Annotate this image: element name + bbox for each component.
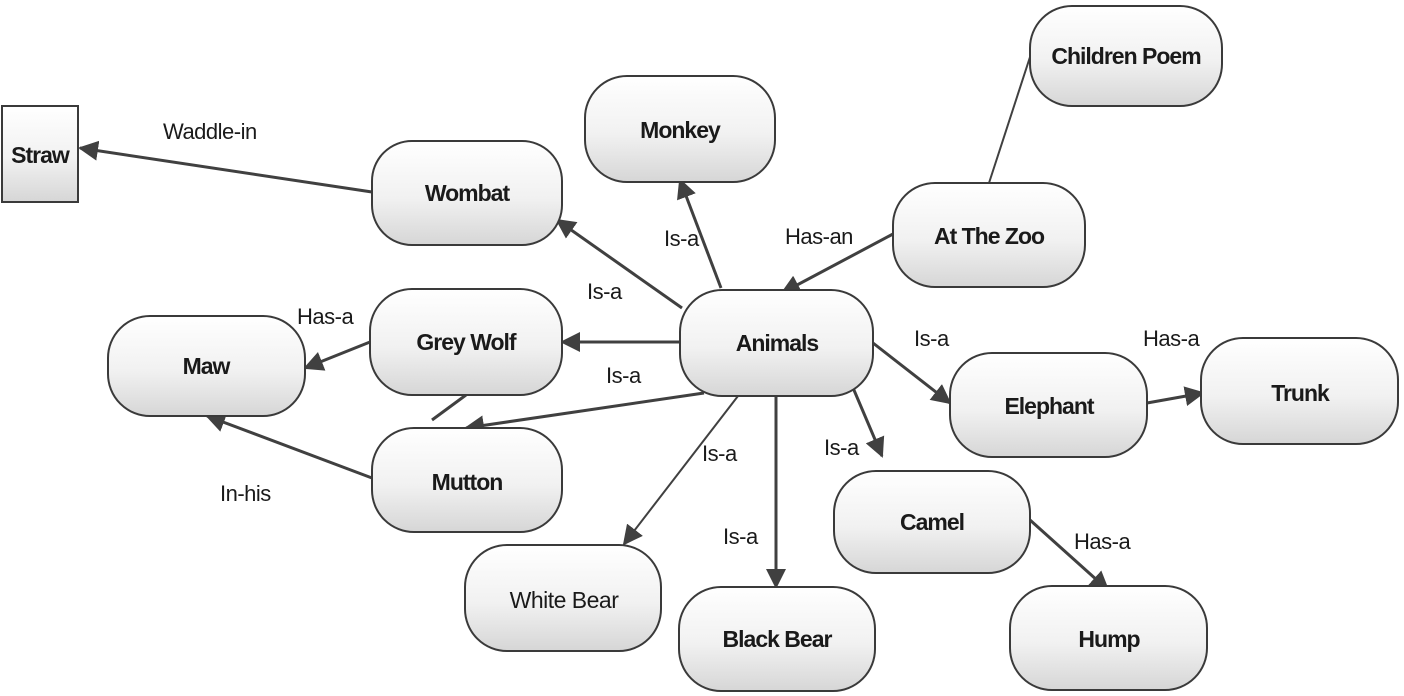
node-mutton[interactable]: Mutton [371,427,563,533]
node-label-trunk: Trunk [1271,380,1330,406]
edge-label-mutton-maw: In-his [220,481,271,506]
node-camel[interactable]: Camel [833,470,1031,574]
node-label-animals: Animals [736,330,819,356]
edge-animals-monkey [677,178,723,289]
edge-label-animals-black-bear: Is-a [723,524,759,549]
node-white-bear[interactable]: White Bear [464,544,662,652]
edge-wolf-maw [303,340,371,371]
edge-zoo-animals [780,232,894,295]
edge-label-zoo-animals: Has-an [785,224,853,249]
edges [78,56,1205,592]
node-children-poem[interactable]: Children Poem [1029,5,1223,107]
node-hump[interactable]: Hump [1009,585,1208,691]
edge-label-wolf-maw: Has-a [297,304,354,329]
node-label-camel: Camel [900,509,964,535]
edge-animals-mutton [464,391,705,436]
edge-wombat-straw [78,140,373,194]
edge-label-wombat-straw: Waddle-in [163,119,257,144]
node-label-hump: Hump [1078,626,1140,652]
edge-label-animals-wombat: Is-a [587,279,623,304]
node-label-grey-wolf: Grey Wolf [416,329,517,355]
node-animals[interactable]: Animals [679,289,874,397]
edge-children-poem-at-the-zoo [988,56,1031,184]
node-label-straw: Straw [11,142,70,168]
edge-label-camel-hump: Has-a [1074,529,1131,554]
node-trunk[interactable]: Trunk [1200,337,1399,445]
edge-elephant-trunk [1146,386,1205,407]
node-label-monkey: Monkey [640,117,721,143]
node-label-wombat: Wombat [425,180,511,206]
edge-animals-elephant [872,341,952,405]
node-at-the-zoo[interactable]: At The Zoo [892,182,1086,288]
edge-label-animals-white-bear: Is-a [702,441,738,466]
node-label-maw: Maw [183,353,231,379]
edge-label-animals-monkey: Is-a [664,226,700,251]
edge-label-animals-camel: Is-a [824,435,860,460]
edge-animals-white-bear [622,395,739,546]
edge-labels: Waddle-in Is-a Has-an Is-a Has-a Is-a Is… [163,119,1201,554]
edge-mutton-maw [205,412,373,480]
node-label-children-poem: Children Poem [1051,43,1201,69]
node-elephant[interactable]: Elephant [949,352,1148,458]
edge-label-elephant-trunk: Has-a [1143,326,1200,351]
node-label-elephant: Elephant [1004,393,1094,419]
node-wombat[interactable]: Wombat [371,140,563,246]
node-label-black-bear: Black Bear [723,626,833,652]
node-monkey[interactable]: Monkey [584,75,776,183]
edge-wolf-mutton [431,393,467,422]
edge-label-animals-elephant: Is-a [914,326,950,351]
node-label-white-bear: White Bear [510,587,620,613]
node-straw[interactable]: Straw [1,105,79,203]
node-maw[interactable]: Maw [107,315,306,417]
nodes: Straw Wombat Monkey Children Poem At The… [1,5,1399,692]
node-label-at-the-zoo: At The Zoo [934,223,1045,249]
node-label-mutton: Mutton [432,469,503,495]
edge-camel-hump [1028,518,1110,592]
edge-animals-wombat [555,218,683,310]
node-black-bear[interactable]: Black Bear [678,586,876,692]
edge-label-animals-mutton: Is-a [606,363,642,388]
node-grey-wolf[interactable]: Grey Wolf [369,288,563,396]
